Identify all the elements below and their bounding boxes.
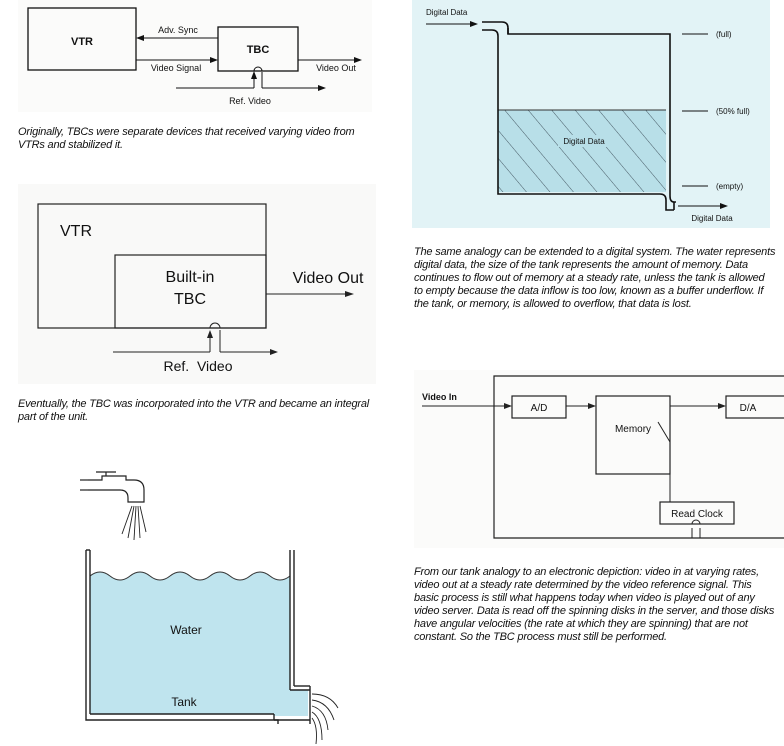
tbc-label: TBC [247,44,270,56]
ad-converter-box [511,395,567,419]
video-signal-label: Video Signal [151,63,201,73]
full-level-label: (full) [716,30,732,39]
video-out-label: Video Out [316,63,356,73]
faucet-spray [121,505,147,541]
water-tank-diagram: Water Tank [80,471,339,745]
half-full-level-label: (50% full) [716,107,750,116]
faucet-icon [80,471,145,503]
electronic-tbc-diagram: Video In A/D Memory D/A Read Clock [414,370,784,548]
caption-builtin-tbc: Eventually, the TBC was incorporated int… [18,398,370,423]
tbc-box [217,26,299,72]
figure-water-tank: Water Tank [76,458,366,746]
da-label: D/A [740,403,757,414]
figure-builtin-tbc: VTR Built-in TBC Video Out Ref. Video [18,184,376,384]
caption-electronic-tbc: From our tank analogy to an electronic d… [414,566,775,643]
water-body [90,572,308,716]
figure-electronic-tbc: Video In A/D Memory D/A Read Clock [414,370,784,548]
figure-digital-tank: Digital Data (full) (50% full) (empty) D… [412,0,770,228]
ad-label: A/D [531,403,548,414]
video-in-label: Video In [422,392,457,402]
memory-label: Memory [615,424,651,435]
read-clock-box [659,501,735,525]
adv-sync-label: Adv. Sync [158,25,198,35]
digital-data-in-label: Digital Data [426,8,468,17]
memory-box [595,395,671,475]
caption-digital-tank: The same analogy can be extended to a di… [414,246,776,310]
builtin-tbc-diagram: VTR Built-in TBC Video Out Ref. Video [18,184,376,384]
vtr-label-large: VTR [60,223,92,240]
builtin-label-line2: TBC [174,291,206,308]
digital-tank-diagram: Digital Data (full) (50% full) (empty) D… [412,0,770,228]
vtr-box [27,7,137,71]
read-clock-label: Read Clock [671,509,724,520]
water-label: Water [170,623,202,637]
outflow-spray [311,693,339,745]
figure-separate-tbc: VTR TBC Adv. Sync Video Signal Video Out… [18,0,372,112]
caption-separate-tbc: Originally, TBCs were separate devices t… [18,126,355,151]
da-converter-box [725,395,784,419]
digital-data-out-label: Digital Data [691,214,733,223]
vtr-label: VTR [71,36,93,48]
tank-label: Tank [171,695,197,709]
system-box [493,375,784,539]
digital-tank-walls [482,21,676,211]
builtin-label-line1: Built-in [166,269,215,286]
builtin-tbc-box [114,254,267,329]
digital-data-fill-label: Digital Data [563,137,605,146]
ref-video-label-large: Ref. Video [163,358,232,374]
separate-tbc-diagram: VTR TBC Adv. Sync Video Signal Video Out… [18,0,372,112]
empty-level-label: (empty) [716,182,743,191]
ref-video-label: Ref. Video [229,96,271,106]
tank-walls [85,549,311,724]
video-out-label-large: Video Out [293,270,364,287]
